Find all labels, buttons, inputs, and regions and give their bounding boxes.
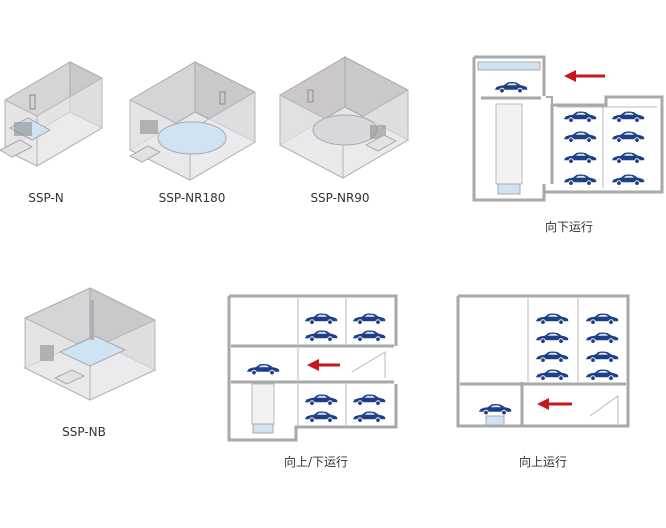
arrow-left-icon xyxy=(537,398,572,410)
car-icon xyxy=(246,363,280,376)
section-up xyxy=(456,294,630,428)
room-ssp-n xyxy=(0,61,104,167)
section-updown xyxy=(227,294,398,442)
label-up: 向上运行 xyxy=(518,455,567,469)
car-icon xyxy=(478,403,512,416)
label-ssp-nb: SSP-NB xyxy=(62,425,106,439)
label-down: 向下运行 xyxy=(544,220,593,234)
label-ssp-n: SSP-N xyxy=(28,191,64,205)
label-ssp-nr90: SSP-NR90 xyxy=(310,191,370,205)
room-ssp-nr90 xyxy=(278,56,410,179)
section-down xyxy=(472,55,664,202)
lift-column xyxy=(495,103,523,185)
label-ssp-nr180: SSP-NR180 xyxy=(158,191,226,205)
label-updown: 向上/下运行 xyxy=(283,455,349,469)
room-ssp-nr180 xyxy=(128,61,257,181)
car-icon xyxy=(494,81,528,94)
lift-roof-glass xyxy=(477,61,541,71)
room-ssp-nb xyxy=(23,287,157,401)
parked-cars-up xyxy=(535,313,619,381)
arrow-left-icon xyxy=(564,70,605,82)
parked-cars-down xyxy=(563,111,645,186)
arrow-left-icon xyxy=(307,359,340,371)
